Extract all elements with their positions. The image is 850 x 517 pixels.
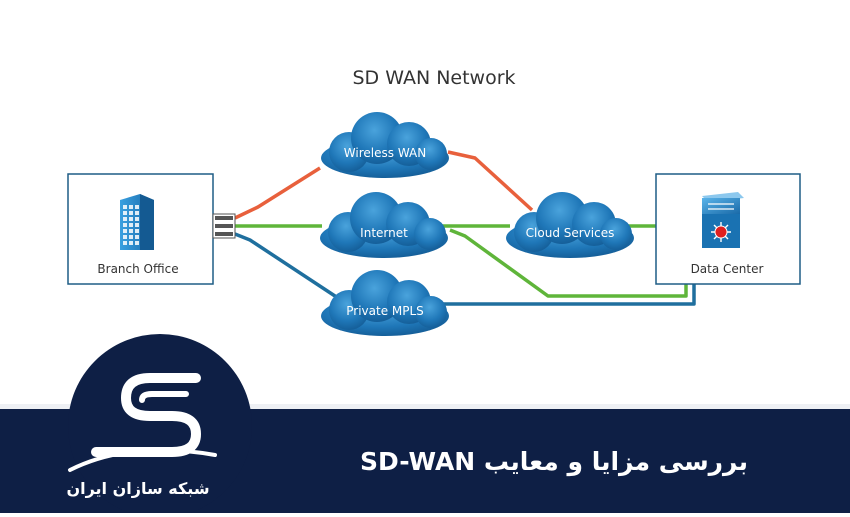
- building-window: [123, 241, 127, 245]
- building-window: [123, 211, 127, 215]
- building-window: [129, 217, 133, 221]
- cloud-private-mpls: Private MPLS: [321, 270, 449, 336]
- cloud-wireless-wan-label: Wireless WAN: [344, 146, 426, 160]
- logo-swoosh-icon: [68, 448, 217, 472]
- cloud-internet-label: Internet: [360, 226, 408, 240]
- link-mpls-datacenter: [440, 284, 696, 306]
- cloud-wireless-wan: Wireless WAN: [321, 112, 449, 178]
- link-mpls-branch: [234, 232, 339, 300]
- links: [234, 150, 696, 306]
- building-window: [135, 223, 139, 227]
- link-wireless-cloud: [447, 150, 534, 212]
- building-window: [135, 205, 139, 209]
- building-window: [135, 241, 139, 245]
- building-window: [135, 217, 139, 221]
- building-window: [123, 229, 127, 233]
- building-window: [129, 211, 133, 215]
- s-logo-icon: [91, 373, 202, 457]
- link-internet-datacenter: [449, 228, 688, 298]
- data-center-label: Data Center: [691, 262, 764, 276]
- brand-logo: شبکه سازان ایران: [66, 334, 252, 517]
- building-window: [129, 229, 133, 233]
- building-window: [123, 205, 127, 209]
- cloud-private-mpls-label: Private MPLS: [346, 304, 424, 318]
- banner-top-line: [0, 404, 850, 409]
- cloud-cloud-services-label: Cloud Services: [526, 226, 615, 240]
- building-window: [135, 229, 139, 233]
- branch-ports: [212, 213, 236, 239]
- brand-name: شبکه سازان ایران: [66, 479, 209, 498]
- banner-title: بررسی مزایا و معایب SD-WAN: [360, 447, 748, 477]
- building-window: [129, 235, 133, 239]
- cloud-cloud-services: Cloud Services: [506, 192, 634, 258]
- building-window: [135, 211, 139, 215]
- building-window: [135, 235, 139, 239]
- building-icon: [120, 194, 154, 250]
- branch-office-label: Branch Office: [97, 262, 178, 276]
- building-window: [129, 223, 133, 227]
- building-window: [129, 241, 133, 245]
- building-window: [123, 217, 127, 221]
- diagram-title: SD WAN Network: [352, 67, 515, 89]
- building-window: [123, 223, 127, 227]
- server-router-icon: [702, 192, 744, 248]
- cloud-internet: Internet: [320, 192, 448, 258]
- building-window: [129, 205, 133, 209]
- building-window: [123, 235, 127, 239]
- link-wireless-branch: [234, 166, 321, 220]
